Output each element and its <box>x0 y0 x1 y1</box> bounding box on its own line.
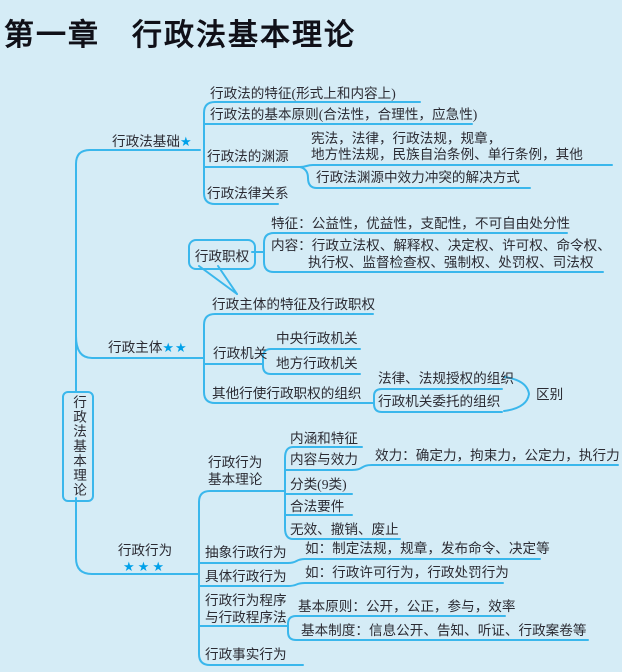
chapter-title: 第一章 行政法基本理论 <box>4 19 356 52</box>
b3-concrete-line <box>198 582 504 587</box>
b3-procedure-sub-bracket <box>287 615 589 641</box>
node-legal-relation: 行政法律关系 <box>207 186 289 201</box>
trunk-branch3-line <box>75 497 200 575</box>
star-rating: ★ <box>179 134 193 149</box>
b2-bracket <box>203 313 374 404</box>
node-entrusted-orgs: 行政机关委托的组织 <box>378 394 501 409</box>
node-subject-features: 行政主体的特征及行政职权 <box>212 297 376 312</box>
trunk-branch1-line <box>75 149 201 392</box>
branch-foundation: 行政法基础★ <box>112 134 193 149</box>
node-acts-basic-theory: 行政行为 基本理论 <box>208 454 262 488</box>
node-conflict-resolution: 行政法渊源中效力冲突的解决方式 <box>316 170 520 185</box>
procedure-line1: 行政行为程序 <box>205 593 287 608</box>
b3-effect-line <box>284 464 619 471</box>
node-effect-detail: 效力：确定力，拘束力，公定力，执行力 <box>375 448 620 463</box>
node-basic-principles-proc: 基本原则：公开，公正，参与，效率 <box>298 599 516 614</box>
node-local-organs: 地方行政机关 <box>276 356 358 371</box>
node-procedure-law: 行政行为程序 与行政程序法 <box>205 592 287 626</box>
node-classification: 分类(9类) <box>290 477 347 492</box>
b3-abstract-line <box>198 558 541 564</box>
branch-subject: 行政主体★★ <box>108 340 188 355</box>
procedure-line2: 与行政程序法 <box>205 610 287 625</box>
powers-bracket <box>263 232 604 273</box>
b1-conflict-line <box>299 166 531 189</box>
powers-label: 行政职权 <box>194 248 250 264</box>
star-rating: ★★★ <box>123 559 167 574</box>
node-powers-content-line1: 内容：行政立法权、解释权、决定权、许可权、命令权、 <box>271 238 611 253</box>
node-factual-acts: 行政事实行为 <box>205 647 287 662</box>
powers-callout-box: 行政职权 <box>188 239 256 270</box>
node-connotation: 内涵和特征 <box>290 431 358 446</box>
node-content-effect: 内容与效力 <box>290 452 358 467</box>
sources-list-line2: 地方性法规，民族自治条例、单行条例，其他 <box>311 147 583 162</box>
b2-others-sub-bracket <box>373 388 503 413</box>
powers-tail-right <box>217 265 238 295</box>
node-other-organizations: 其他行使行政职权的组织 <box>212 386 362 401</box>
node-law-sources: 行政法的渊源 <box>207 149 289 164</box>
node-sources-list: 宪法，法律，行政法规，规章， 地方性法规，民族自治条例、单行条例，其他 <box>311 131 583 163</box>
acts-basic-line2: 基本理论 <box>208 472 263 487</box>
b1-bracket <box>203 101 421 205</box>
node-concrete-example: 如：行政许可行为，行政处罚行为 <box>305 565 509 580</box>
node-invalid-revoke: 无效、撤销、废止 <box>290 522 399 537</box>
b2-organs-sub-bracket <box>262 348 361 375</box>
node-central-organs: 中央行政机关 <box>276 331 358 346</box>
node-powers-content-line2: 执行权、监督检查权、强制权、处罚权、司法权 <box>308 255 594 270</box>
node-basic-principles: 行政法的基本原则(合法性，合理性，应急性) <box>210 107 478 122</box>
b1-sources-list-line <box>299 164 613 168</box>
node-abstract-acts: 抽象行政行为 <box>205 545 287 560</box>
root-node: 行政法基本理论 <box>62 391 94 502</box>
branch-acts: 行政行为 ★★★ <box>104 542 186 574</box>
b3-bracket <box>198 490 304 666</box>
sources-list-line1: 宪法，法律，行政法规，规章， <box>311 131 502 146</box>
note-difference: 区别 <box>536 387 564 402</box>
root-node-label: 行政法基本理论 <box>71 395 86 498</box>
node-authorized-orgs: 法律、法规授权的组织 <box>378 371 514 386</box>
node-legality: 合法要件 <box>290 499 345 514</box>
star-rating: ★★ <box>162 340 188 355</box>
node-law-features: 行政法的特征(形式上和内容上) <box>210 86 396 101</box>
node-concrete-acts: 具体行政行为 <box>205 569 287 584</box>
b2-difference-brace <box>503 376 530 412</box>
node-admin-organs: 行政机关 <box>213 346 268 361</box>
node-abstract-example: 如：制定法规，规章，发布命令、决定等 <box>305 541 550 556</box>
node-powers-features: 特征：公益性，优益性，支配性，不可自由处分性 <box>271 216 571 231</box>
node-basic-systems: 基本制度：信息公开、告知、听证、行政案卷等 <box>301 623 587 638</box>
trunk-branch2-line <box>75 335 205 359</box>
acts-basic-line1: 行政行为 <box>208 455 263 470</box>
powers-tail-left <box>198 265 238 295</box>
